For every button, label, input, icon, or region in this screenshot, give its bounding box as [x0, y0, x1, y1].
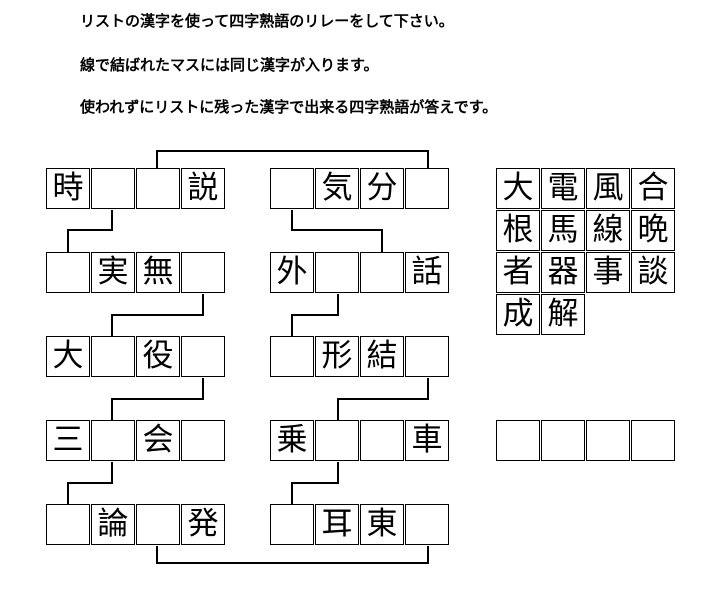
- grid-cell[interactable]: [46, 252, 90, 293]
- kanji-list-item: 馬: [541, 210, 585, 251]
- grid-cell[interactable]: [270, 336, 314, 377]
- kanji-list-item: 大: [496, 168, 540, 209]
- grid-cell[interactable]: [270, 504, 314, 545]
- grid-cell[interactable]: 車: [405, 420, 449, 461]
- kanji-list-item: 者: [496, 252, 540, 293]
- kanji-list-item: 成: [496, 294, 540, 335]
- instruction-line-1: リストの漢字を使って四字熟語のリレーをして下さい。: [80, 12, 454, 30]
- answer-cell[interactable]: [496, 420, 540, 461]
- grid-cell[interactable]: [270, 168, 314, 209]
- grid-cell[interactable]: 形: [315, 336, 359, 377]
- grid-cell[interactable]: 三: [46, 420, 90, 461]
- answer-cell[interactable]: [586, 420, 630, 461]
- kanji-list-item: 風: [586, 168, 630, 209]
- answer-cell[interactable]: [541, 420, 585, 461]
- grid-cell[interactable]: [405, 168, 449, 209]
- grid-cell[interactable]: 東: [360, 504, 404, 545]
- grid-cell[interactable]: [360, 252, 404, 293]
- grid-cell[interactable]: 乗: [270, 420, 314, 461]
- kanji-list-item: 器: [541, 252, 585, 293]
- grid-cell[interactable]: 耳: [315, 504, 359, 545]
- grid-cell[interactable]: [91, 168, 135, 209]
- kanji-list-item: 晩: [631, 210, 675, 251]
- grid-cell[interactable]: 結: [360, 336, 404, 377]
- grid-cell[interactable]: [181, 336, 225, 377]
- grid-cell[interactable]: 無: [136, 252, 180, 293]
- grid-cell[interactable]: [405, 336, 449, 377]
- grid-cell[interactable]: 気: [315, 168, 359, 209]
- grid-cell[interactable]: [181, 252, 225, 293]
- grid-cell[interactable]: [181, 420, 225, 461]
- grid-cell[interactable]: 大: [46, 336, 90, 377]
- grid-cell[interactable]: 会: [136, 420, 180, 461]
- grid-cell[interactable]: 分: [360, 168, 404, 209]
- grid-cell[interactable]: 時: [46, 168, 90, 209]
- grid-cell[interactable]: [136, 168, 180, 209]
- instruction-line-3: 使われずにリストに残った漢字で出来る四字熟語が答えです。: [80, 98, 498, 116]
- grid-cell[interactable]: [91, 420, 135, 461]
- grid-cell[interactable]: [315, 420, 359, 461]
- grid-cell[interactable]: [405, 504, 449, 545]
- answer-cell[interactable]: [631, 420, 675, 461]
- grid-cell[interactable]: [91, 336, 135, 377]
- kanji-list-item: 根: [496, 210, 540, 251]
- kanji-list-item: 合: [631, 168, 675, 209]
- grid-cell[interactable]: 論: [91, 504, 135, 545]
- grid-cell[interactable]: 役: [136, 336, 180, 377]
- grid-cell[interactable]: 外: [270, 252, 314, 293]
- kanji-list-item: 談: [631, 252, 675, 293]
- kanji-list-item: 線: [586, 210, 630, 251]
- grid-cell[interactable]: 実: [91, 252, 135, 293]
- grid-cell[interactable]: [315, 252, 359, 293]
- kanji-list-item: 解: [541, 294, 585, 335]
- grid-cell[interactable]: [46, 504, 90, 545]
- kanji-list-item: 事: [586, 252, 630, 293]
- grid-cell[interactable]: 説: [181, 168, 225, 209]
- grid-cell[interactable]: 話: [405, 252, 449, 293]
- grid-cell[interactable]: 発: [181, 504, 225, 545]
- instruction-line-2: 線で結ばれたマスには同じ漢字が入ります。: [80, 56, 379, 74]
- kanji-list-item: 電: [541, 168, 585, 209]
- grid-cell[interactable]: [360, 420, 404, 461]
- grid-cell[interactable]: [136, 504, 180, 545]
